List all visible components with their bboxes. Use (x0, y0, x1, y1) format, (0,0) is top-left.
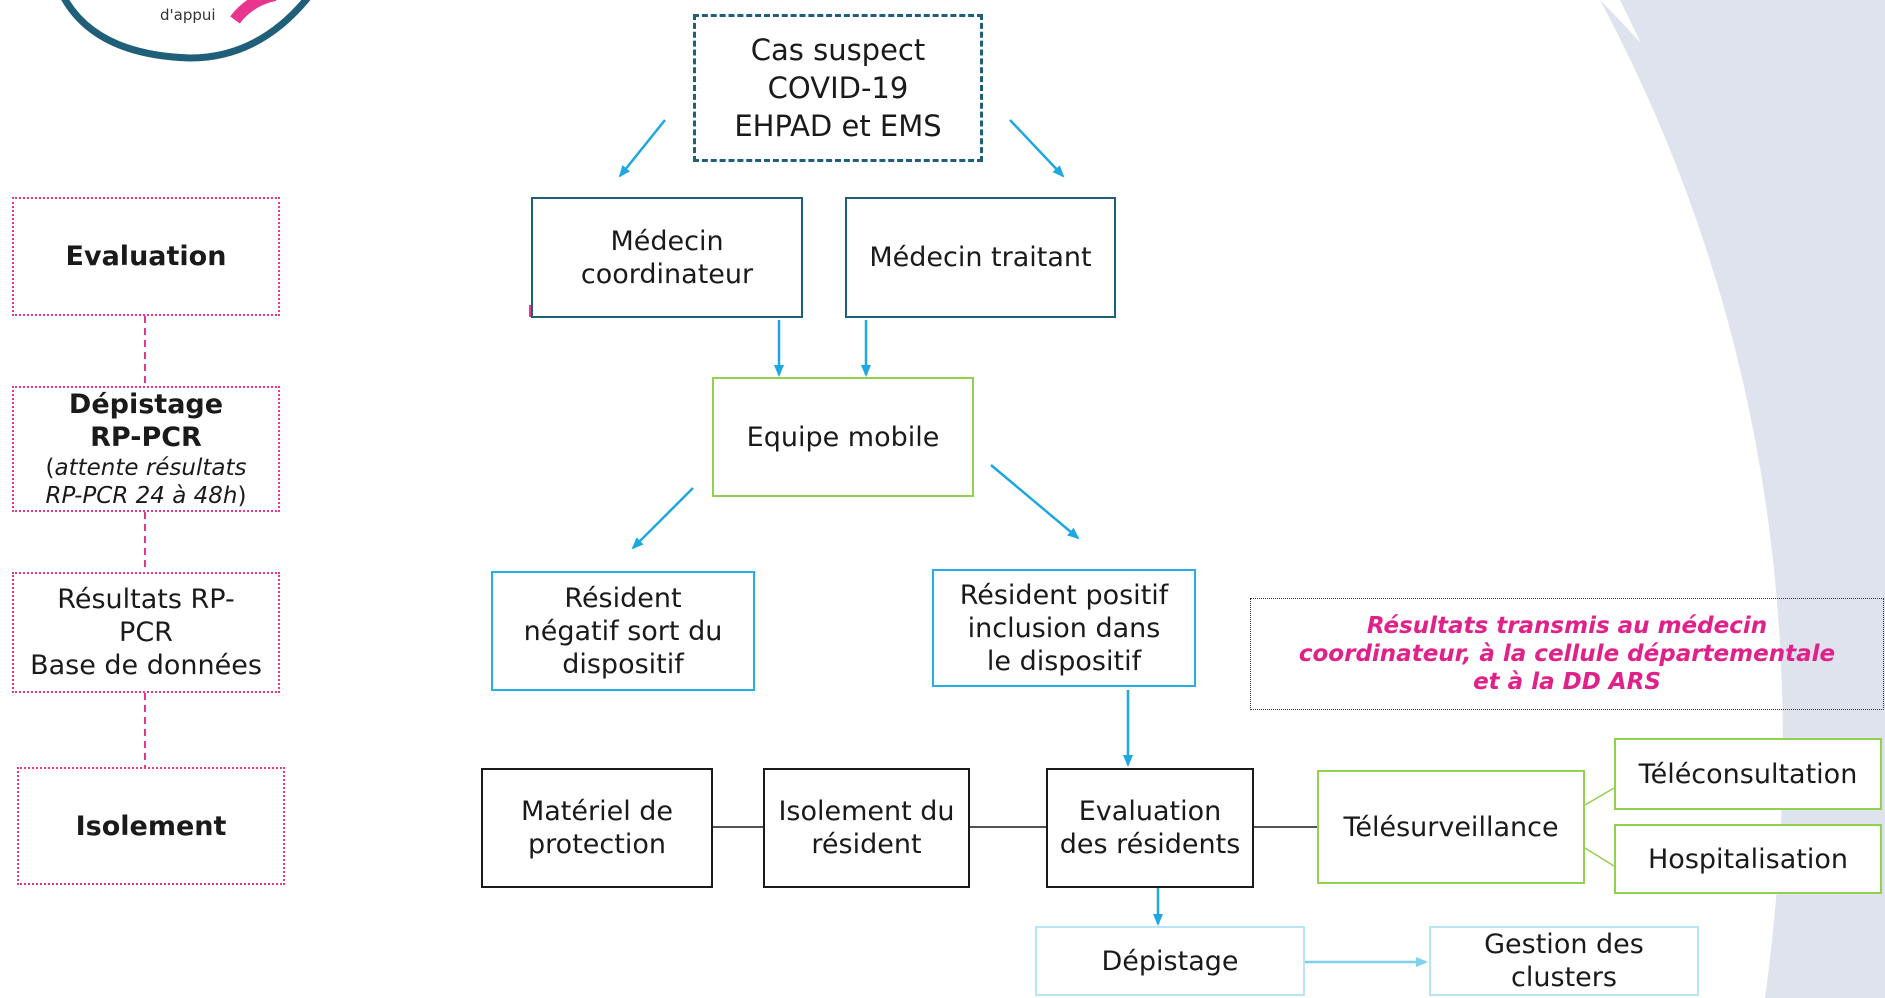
arrow-mobile-to-positive (990, 464, 1080, 540)
phase-screening-note-close: ) (237, 483, 247, 509)
phase-screening-note-line-1: attente résultats (54, 455, 247, 481)
node-attending-physician-label: Médecin traitant (869, 242, 1092, 273)
phase-isolation-title: Isolement (75, 810, 227, 842)
node-suspect-case: Cas suspect COVID-19 EHPAD et EMS (693, 14, 983, 162)
node-telemonitoring-label: Télésurveillance (1343, 811, 1559, 843)
node-positive-resident-label: Résident positif inclusion dans le dispo… (959, 579, 1169, 677)
phase-evaluation-title: Evaluation (65, 241, 227, 272)
node-suspect-case-label: Cas suspect COVID-19 EHPAD et EMS (734, 33, 942, 143)
phase-screening-note-open: ( (45, 455, 55, 481)
node-hospitalisation: Hospitalisation (1614, 824, 1882, 894)
node-protection-equipment: Matériel de protection (481, 768, 713, 888)
arrow-start-to-attending (1009, 119, 1065, 178)
phase-results-text: Résultats RP- PCR Base de données (30, 584, 262, 681)
node-mobile-team-label: Equipe mobile (746, 421, 940, 453)
phase-evaluation: Evaluation (12, 197, 280, 316)
node-attending-physician: Médecin traitant (845, 197, 1116, 318)
logo-text: d'appui (160, 6, 216, 24)
node-screening-label: Dépistage (1101, 945, 1239, 977)
node-resident-evaluation: Evaluation des résidents (1046, 768, 1254, 888)
node-screening: Dépistage (1035, 926, 1305, 996)
results-transmission-note-text: Résultats transmis au médecin coordinate… (1298, 613, 1836, 695)
node-cluster-management: Gestion des clusters (1429, 926, 1699, 996)
node-resident-isolation: Isolement du résident (763, 768, 970, 888)
node-teleconsultation-label: Téléconsultation (1638, 758, 1858, 790)
link-telemonitoring-hospitalisation (1584, 847, 1615, 867)
node-resident-evaluation-label: Evaluation des résidents (1059, 796, 1241, 860)
arrow-mobile-to-negative (631, 487, 694, 550)
node-coordinator: Médecin coordinateur (531, 197, 803, 318)
node-resident-isolation-label: Isolement du résident (778, 796, 955, 860)
arrow-start-to-coordinator (618, 119, 666, 178)
node-protection-equipment-label: Matériel de protection (520, 796, 674, 860)
link-telemonitoring-teleconsultation (1584, 787, 1615, 806)
phase-screening-note: (attente résultats RP-PCR 24 à 48h) (46, 454, 247, 510)
phase-screening-title-1: Dépistage (68, 389, 224, 420)
node-negative-resident-label: Résident négatif sort du dispositif (523, 582, 723, 680)
node-hospitalisation-label: Hospitalisation (1648, 843, 1848, 875)
phase-screening-title-2: RP-PCR (90, 422, 202, 453)
node-teleconsultation: Téléconsultation (1614, 738, 1882, 810)
phase-isolation: Isolement (17, 767, 285, 885)
node-negative-resident: Résident négatif sort du dispositif (491, 571, 755, 691)
logo-swoosh (230, 0, 277, 24)
node-mobile-team: Equipe mobile (712, 377, 974, 497)
node-telemonitoring: Télésurveillance (1317, 770, 1585, 884)
results-transmission-note: Résultats transmis au médecin coordinate… (1250, 598, 1884, 710)
phase-results: Résultats RP- PCR Base de données (12, 572, 280, 693)
phase-screening: Dépistage RP-PCR (attente résultats RP-P… (12, 386, 280, 512)
node-positive-resident: Résident positif inclusion dans le dispo… (932, 569, 1196, 687)
node-coordinator-label: Médecin coordinateur (580, 225, 754, 290)
phase-screening-note-line-2: RP-PCR 24 à 48h (45, 483, 238, 509)
node-cluster-management-label: Gestion des clusters (1484, 929, 1644, 993)
logo-ring (61, 0, 311, 62)
